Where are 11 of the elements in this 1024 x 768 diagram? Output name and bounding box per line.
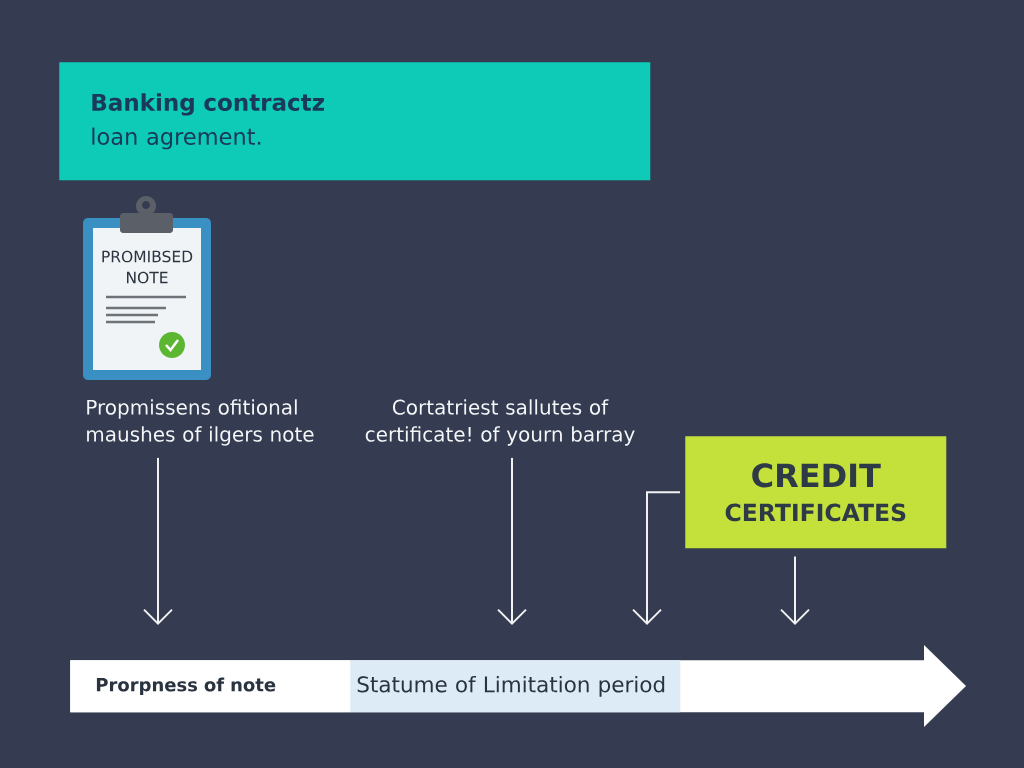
arrow	[780, 555, 810, 625]
clipboard: PROMIBSED NOTE	[83, 196, 211, 380]
arrow	[497, 456, 527, 625]
caption-text: Propmissens ofitional maushes of ilgers note	[87, 399, 314, 446]
label-box: CREDIT CERTIFICATES	[685, 436, 947, 549]
arrow	[143, 456, 173, 625]
title-banner: Banking contractz loan agrement.	[59, 62, 651, 181]
timeline-segment: Statume of Limitation period	[350, 660, 681, 713]
caption-text: Cortatriest sallutes of certificate! of yourn barray	[365, 399, 635, 446]
elbow-arrow	[632, 491, 681, 625]
timeline-segment: Prorpness of note	[70, 660, 351, 713]
